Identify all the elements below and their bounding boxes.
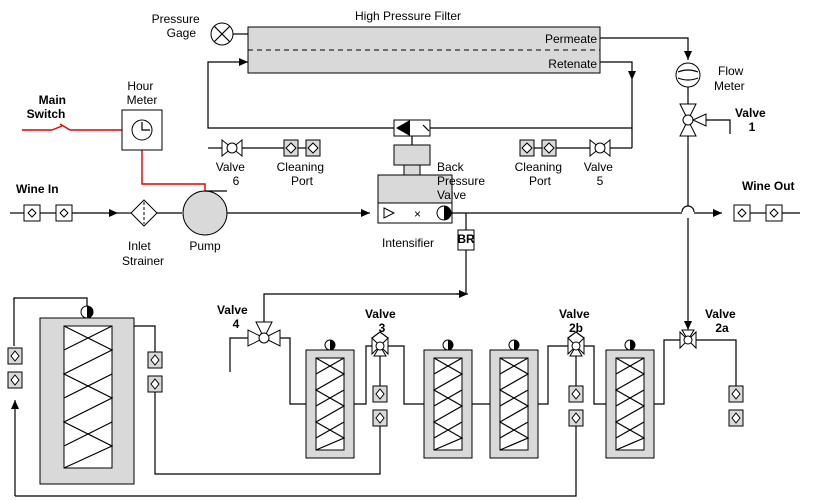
ports-valve-2a: [728, 385, 744, 427]
recirculation-line: [207, 58, 633, 129]
permeate-label: Permeate: [545, 32, 597, 46]
retenate-label: Retenate: [548, 57, 597, 71]
high-pressure-filter-label: High Pressure Filter: [355, 9, 461, 23]
valve-2b: [567, 331, 606, 405]
flow-meter-label: Flow Meter: [714, 64, 747, 93]
line-crossover: [681, 205, 695, 213]
valve-2a: [679, 329, 737, 386]
inlet-strainer: [118, 199, 182, 227]
pressure-gage-label: Pressure Gage: [152, 12, 203, 40]
intensifier-label: Intensifier: [382, 236, 434, 250]
valve-6: [208, 138, 284, 158]
pump: [182, 190, 228, 236]
pressure-vessel-main: [13, 297, 135, 485]
intensifier: ×: [377, 119, 453, 224]
back-pressure-valve-label: Back Pressure Valve: [437, 160, 488, 202]
valve-2a-label: Valve 2a: [705, 307, 739, 335]
hour-meter: [121, 109, 163, 151]
pressure-vessel-4: [605, 339, 655, 459]
ports-valve-2b: [568, 356, 584, 430]
cleaning-port-right: [519, 139, 590, 157]
cleaning-port-left: [283, 139, 321, 157]
main-switch-label: Main Switch: [27, 93, 70, 121]
valve-4-label: Valve 4: [217, 303, 251, 331]
valve-3-label: Valve 3: [365, 307, 399, 335]
burst-relief: BR: [457, 229, 475, 251]
inlet-strainer-label: Inlet Strainer: [122, 239, 164, 268]
pump-label: Pump: [189, 239, 221, 253]
valve-1: [679, 103, 731, 137]
permeate-line: [600, 37, 692, 60]
wine-in-coupling: [10, 204, 73, 222]
cleaning-port-right-label: Cleaning Port: [515, 160, 566, 188]
main-switch: [22, 123, 206, 194]
hour-meter-label: Hour Meter: [127, 79, 158, 107]
pressure-gage: [210, 22, 248, 46]
valve-4: [229, 321, 306, 405]
svg-text:×: ×: [414, 207, 421, 221]
ports-vessel-right: [134, 325, 163, 393]
valve-5-label: Valve 5: [584, 160, 616, 188]
valve-5: [589, 128, 633, 158]
flow-meter: [675, 62, 701, 88]
wine-in-label: Wine In: [16, 182, 59, 196]
ports-valve-3: [372, 356, 388, 430]
back-pressure-valve: [436, 205, 452, 221]
wine-out-label: Wine Out: [742, 179, 795, 193]
retenate-line: [600, 61, 636, 80]
valve-1-label: Valve 1: [735, 106, 769, 134]
pressure-vessel-3: [489, 339, 539, 459]
ports-left: [7, 347, 23, 389]
cleaning-port-left-label: Cleaning Port: [277, 160, 328, 188]
svg-text:BR: BR: [457, 232, 475, 246]
wine-out-coupling: [733, 204, 800, 222]
valve-6-label: Valve 6: [216, 160, 248, 188]
high-pressure-filter: [247, 26, 601, 74]
valve-3: [371, 331, 424, 405]
pressure-vessel-1: [305, 339, 355, 459]
pressure-vessel-2: [423, 339, 473, 459]
valve-2b-label: Valve 2b: [559, 307, 593, 335]
